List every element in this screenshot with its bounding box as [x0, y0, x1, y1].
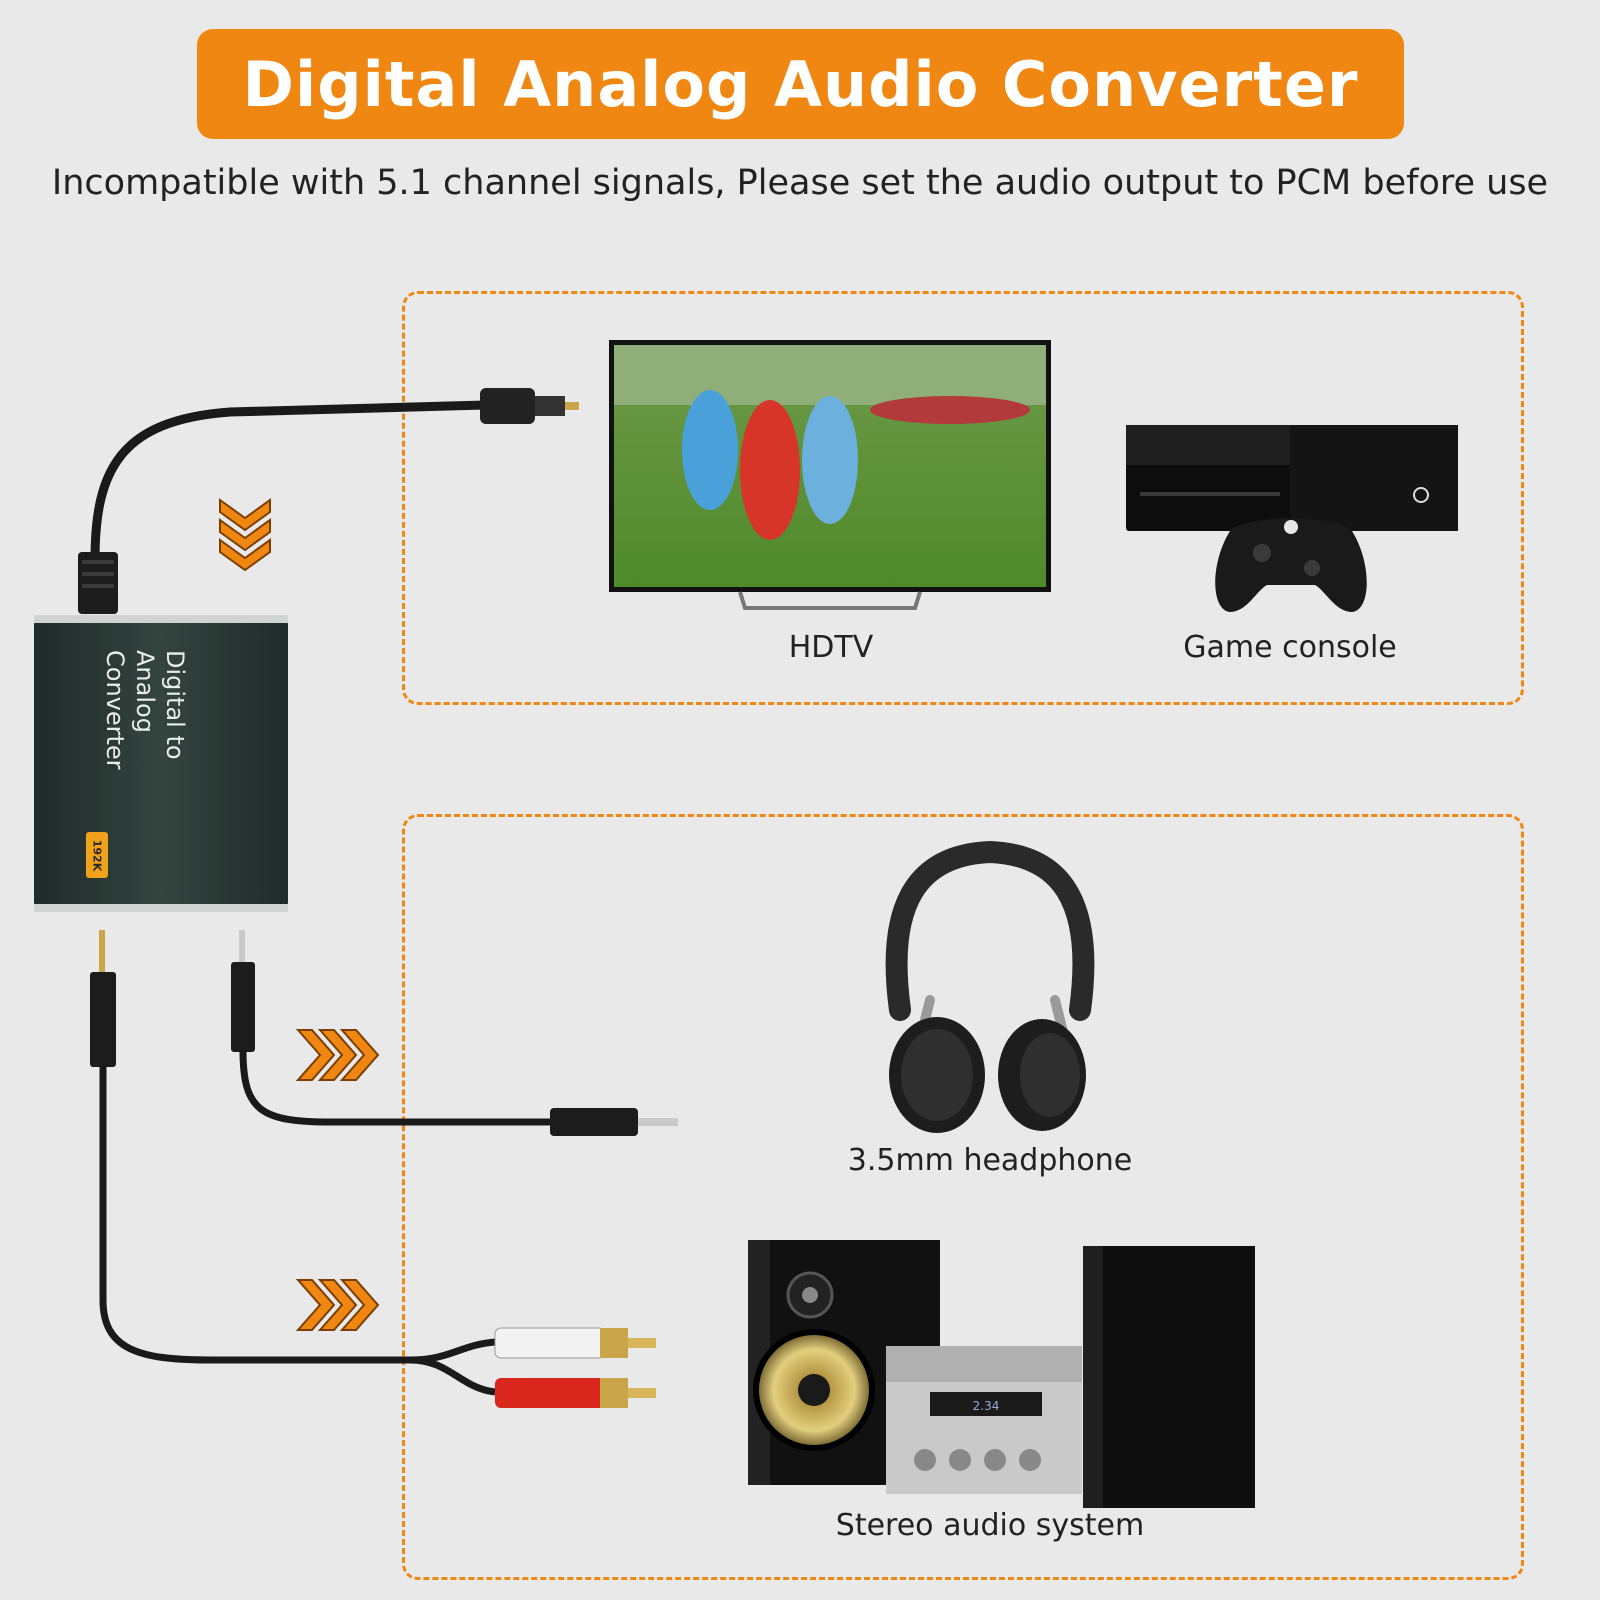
stereo-system-label: Stereo audio system	[835, 1508, 1145, 1543]
headphone-label: 3.5mm headphone	[847, 1143, 1133, 1178]
optical-cable	[78, 388, 579, 614]
rca-cable	[90, 930, 656, 1408]
headphone-cable	[231, 930, 678, 1136]
hdtv-illustration	[609, 340, 1051, 610]
converter-badge: 192K	[90, 839, 104, 871]
converter-device	[34, 615, 288, 912]
chevron-down-icon	[219, 498, 271, 572]
converter-label-line2: Converter	[101, 650, 129, 770]
svg-text:2.34: 2.34	[973, 1399, 1000, 1413]
game-console-illustration	[1126, 425, 1458, 612]
xbox-logo-icon	[1413, 487, 1429, 503]
hdtv-label: HDTV	[788, 630, 874, 665]
page-title: Digital Analog Audio Converter	[242, 47, 1359, 121]
chevron-right-icon	[295, 1029, 380, 1081]
sources-panel	[402, 291, 1524, 705]
converter-label-line1: Digital to Analog	[131, 650, 189, 760]
headphones-illustration	[885, 840, 1095, 1133]
chevron-right-icon	[295, 1279, 380, 1331]
title-banner: Digital Analog Audio Converter	[197, 29, 1404, 139]
outputs-panel	[402, 814, 1524, 1580]
stereo-system-illustration: 2.34	[748, 1240, 1255, 1508]
game-console-label: Game console	[1183, 630, 1397, 665]
subtitle: Incompatible with 5.1 channel signals, P…	[51, 163, 1549, 203]
converter-label: Digital to Analog Converter	[0, 650, 190, 850]
